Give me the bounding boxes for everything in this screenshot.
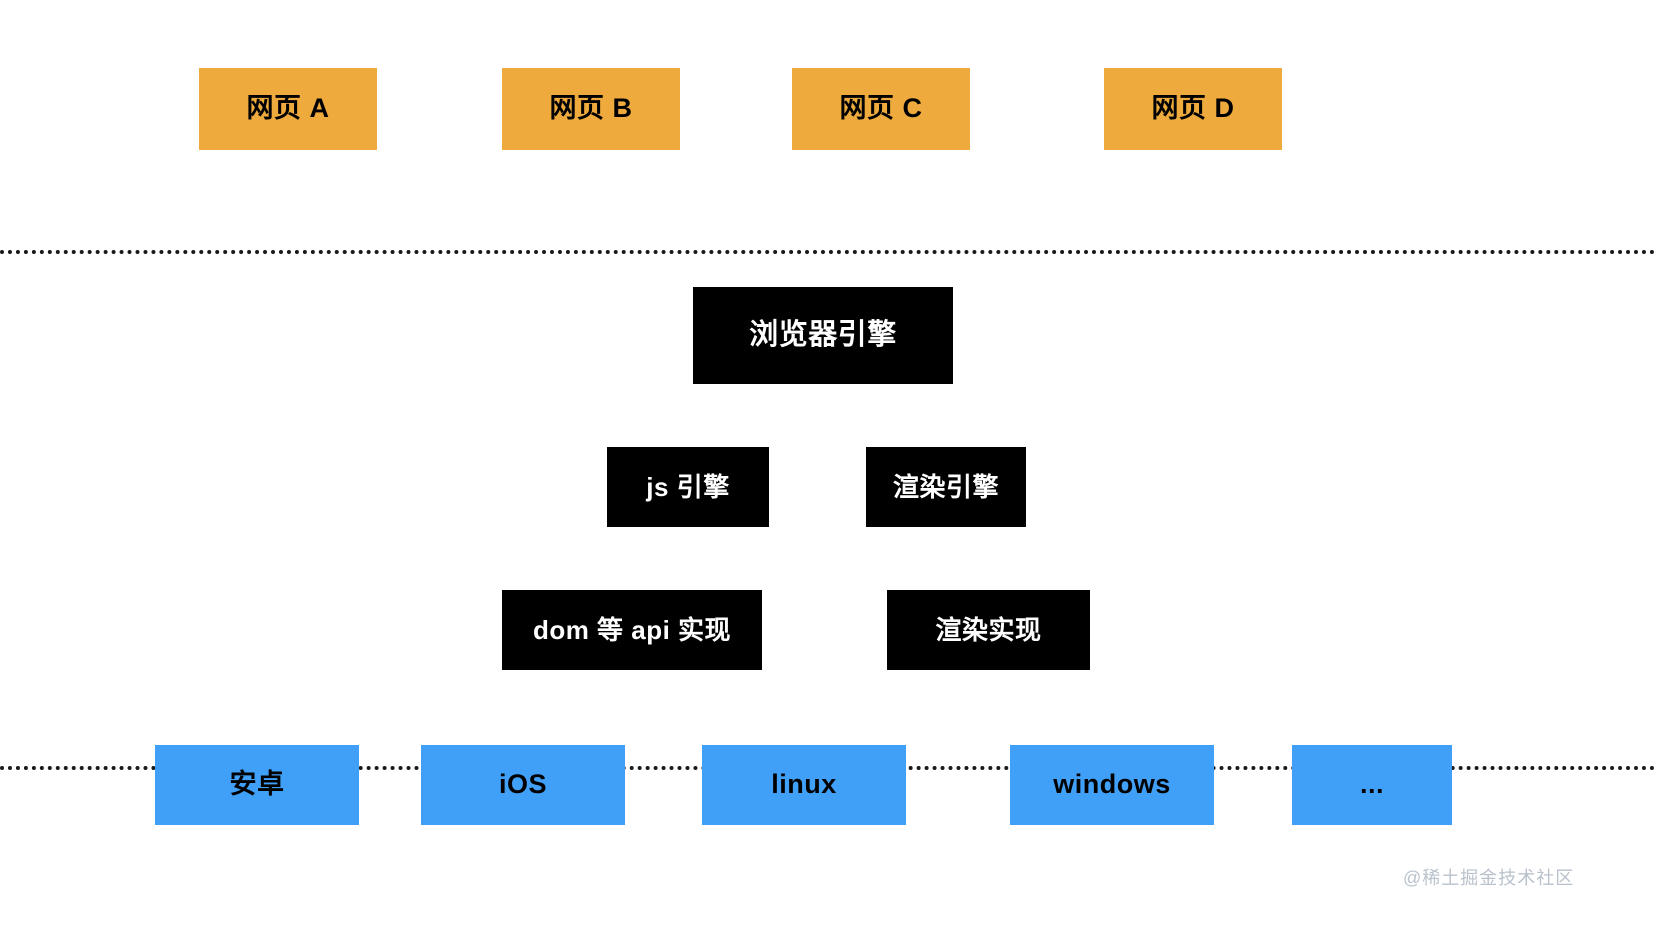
engine-node-3[interactable]: dom 等 api 实现 xyxy=(502,590,762,670)
platform-node-4[interactable]: ... xyxy=(1292,745,1452,825)
platform-node-3[interactable]: windows xyxy=(1010,745,1214,825)
engine-node-1[interactable]: js 引擎 xyxy=(607,447,769,527)
engine-node-2[interactable]: 渲染引擎 xyxy=(866,447,1026,527)
engine-node-0[interactable]: 浏览器引擎 xyxy=(693,287,953,384)
page-node-0[interactable]: 网页 A xyxy=(199,68,377,150)
page-node-2[interactable]: 网页 C xyxy=(792,68,970,150)
watermark: @稀土掘金技术社区 xyxy=(1403,868,1575,888)
page-node-3[interactable]: 网页 D xyxy=(1104,68,1282,150)
top-divider xyxy=(0,250,1656,254)
platform-node-0[interactable]: 安卓 xyxy=(155,745,359,825)
platform-node-2[interactable]: linux xyxy=(702,745,906,825)
platform-node-1[interactable]: iOS xyxy=(421,745,625,825)
page-node-1[interactable]: 网页 B xyxy=(502,68,680,150)
engine-node-4[interactable]: 渲染实现 xyxy=(887,590,1090,670)
